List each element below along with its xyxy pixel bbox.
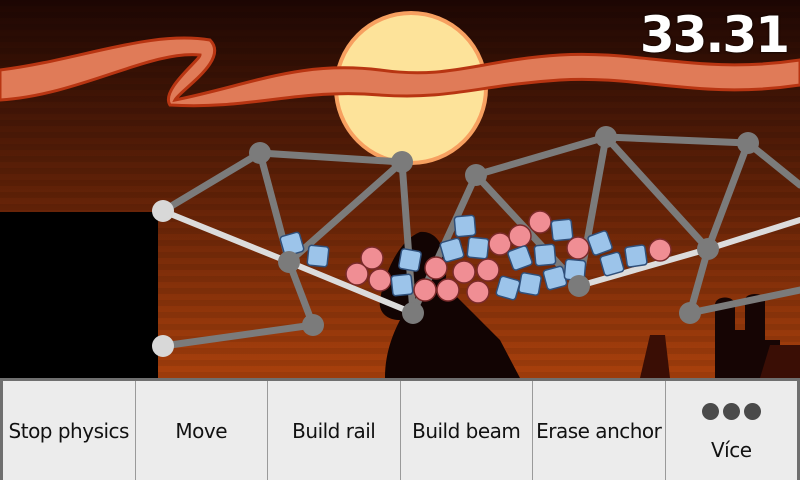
pink-ball bbox=[508, 224, 532, 248]
build-rail-button[interactable]: Build rail bbox=[268, 381, 401, 480]
bottom-menu: Stop physics Move Build rail Build beam … bbox=[0, 378, 800, 480]
beam[interactable] bbox=[744, 139, 800, 189]
rail[interactable] bbox=[286, 259, 416, 316]
pink-ball bbox=[476, 258, 500, 282]
more-dots-icon bbox=[701, 403, 761, 420]
joint-node[interactable] bbox=[568, 275, 590, 297]
beam[interactable] bbox=[602, 133, 752, 147]
blue-box bbox=[599, 251, 625, 277]
cliff bbox=[0, 212, 158, 382]
blue-box bbox=[624, 244, 648, 268]
joint-node[interactable] bbox=[595, 126, 617, 148]
cloud-ribbon bbox=[0, 36, 800, 108]
pink-ball bbox=[413, 278, 437, 302]
pink-ball bbox=[488, 232, 512, 256]
blue-box bbox=[587, 230, 613, 256]
beam[interactable] bbox=[704, 139, 752, 253]
erase-anchor-label: Erase anchor bbox=[536, 418, 662, 443]
joint-node[interactable] bbox=[697, 238, 719, 260]
pink-ball bbox=[436, 278, 460, 302]
pink-ball bbox=[360, 246, 384, 270]
blue-box bbox=[398, 248, 422, 272]
blue-box bbox=[439, 237, 465, 263]
anchor-node[interactable] bbox=[152, 335, 174, 357]
blue-box bbox=[533, 243, 557, 267]
blue-box bbox=[495, 275, 521, 301]
pink-ball bbox=[648, 238, 672, 262]
stop-physics-label: Stop physics bbox=[8, 418, 130, 443]
cactus-silhouette bbox=[715, 294, 780, 378]
pink-ball bbox=[424, 256, 448, 280]
move-button[interactable]: Move bbox=[135, 381, 268, 480]
build-rail-label: Build rail bbox=[292, 418, 376, 443]
timer: 33.31 bbox=[639, 6, 790, 64]
joint-node[interactable] bbox=[391, 151, 413, 173]
beam[interactable] bbox=[472, 133, 610, 179]
more-button[interactable]: Více bbox=[665, 381, 797, 480]
joint-node[interactable] bbox=[302, 314, 324, 336]
build-beam-button[interactable]: Build beam bbox=[400, 381, 533, 480]
erase-anchor-button[interactable]: Erase anchor bbox=[533, 381, 666, 480]
pink-ball bbox=[466, 280, 490, 304]
anchor-node[interactable] bbox=[152, 200, 174, 222]
beam[interactable] bbox=[686, 245, 712, 317]
pink-ball bbox=[452, 260, 476, 284]
beam[interactable] bbox=[256, 149, 406, 166]
beam[interactable] bbox=[159, 321, 317, 350]
blue-box bbox=[542, 265, 568, 291]
beam[interactable] bbox=[285, 258, 317, 329]
joint-node[interactable] bbox=[249, 142, 271, 164]
move-label: Move bbox=[175, 418, 228, 443]
joint-node[interactable] bbox=[402, 302, 424, 324]
blue-box bbox=[507, 245, 533, 271]
blue-box bbox=[306, 244, 330, 268]
rail[interactable] bbox=[160, 208, 292, 265]
joint-node[interactable] bbox=[737, 132, 759, 154]
blue-box bbox=[466, 236, 490, 260]
beam[interactable] bbox=[285, 158, 406, 266]
joint-node[interactable] bbox=[465, 164, 487, 186]
blue-box bbox=[390, 273, 414, 297]
more-label: Více bbox=[710, 438, 752, 462]
joint-node[interactable] bbox=[278, 251, 300, 273]
beam[interactable] bbox=[602, 133, 712, 253]
pink-ball bbox=[566, 236, 590, 260]
build-beam-label: Build beam bbox=[412, 418, 521, 443]
rail[interactable] bbox=[705, 217, 800, 252]
beam[interactable] bbox=[159, 149, 264, 215]
joint-node[interactable] bbox=[679, 302, 701, 324]
stop-physics-button[interactable]: Stop physics bbox=[3, 381, 136, 480]
rail[interactable] bbox=[576, 246, 711, 289]
blue-box bbox=[518, 272, 542, 296]
beam[interactable] bbox=[686, 286, 800, 317]
blue-box bbox=[550, 218, 574, 242]
pink-ball bbox=[528, 210, 552, 234]
pink-ball bbox=[368, 268, 392, 292]
pink-ball bbox=[345, 262, 369, 286]
blue-box bbox=[453, 214, 477, 238]
